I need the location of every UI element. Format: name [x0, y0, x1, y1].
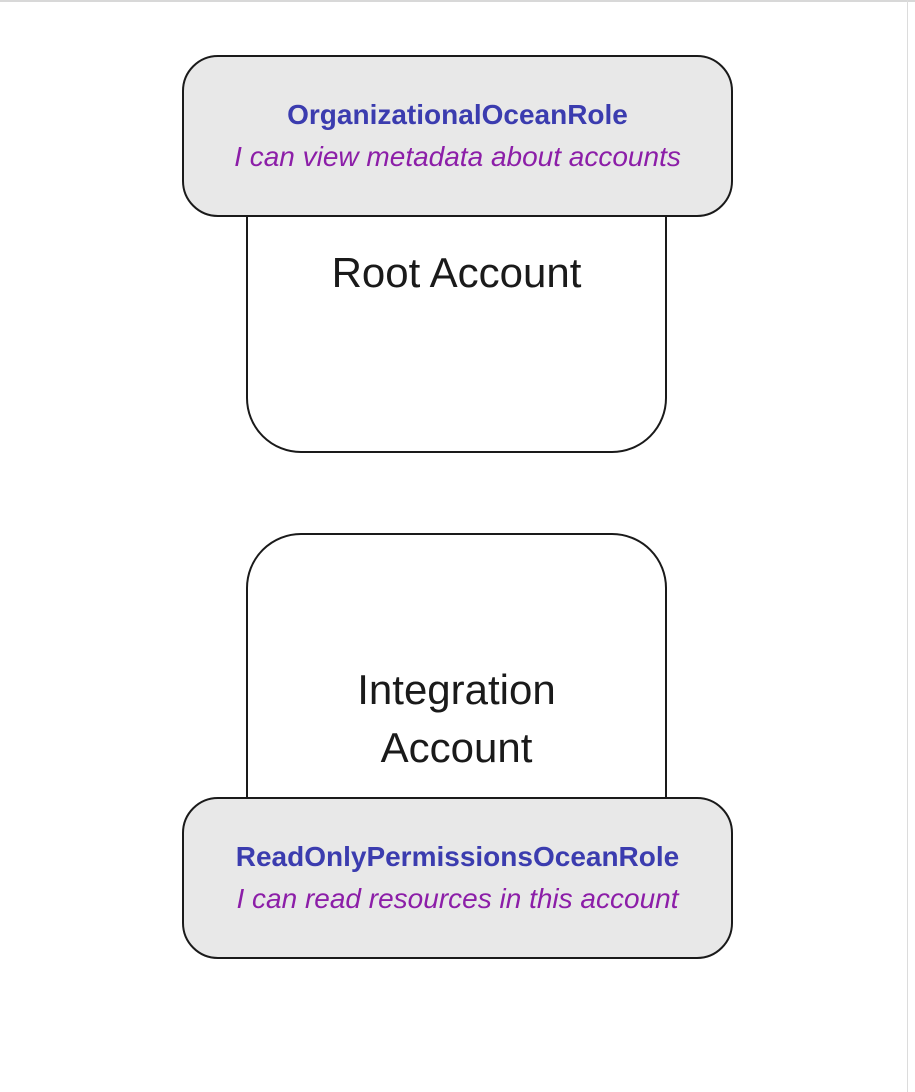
- root-account-label-text: Root Account: [331, 249, 582, 296]
- integration-account-label-line1: Integration: [357, 666, 556, 713]
- readonly-role-box: ReadOnlyPermissionsOceanRole I can read …: [182, 797, 733, 959]
- integration-account-label: Integration Account: [248, 661, 665, 777]
- top-edge-line: [0, 0, 915, 2]
- integration-account-label-line2: Account: [380, 724, 533, 771]
- readonly-role-name: ReadOnlyPermissionsOceanRole: [235, 841, 680, 872]
- organizational-role-description: I can view metadata about accounts: [234, 141, 681, 172]
- readonly-role-description: I can read resources in this account: [236, 883, 679, 914]
- organizational-role-box: OrganizationalOceanRole I can view metad…: [182, 55, 733, 217]
- organizational-role-name: OrganizationalOceanRole: [287, 99, 628, 130]
- right-edge-line: [907, 0, 908, 1092]
- root-account-label: Root Account: [248, 244, 665, 302]
